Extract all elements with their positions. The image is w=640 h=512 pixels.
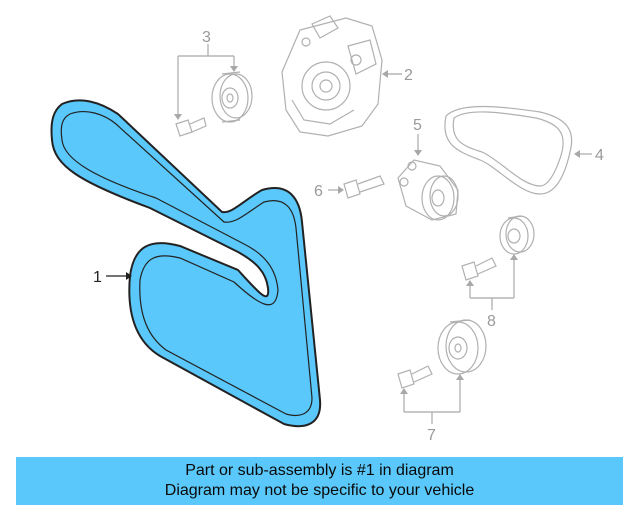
info-banner: Part or sub-assembly is #1 in diagram Di… bbox=[16, 457, 623, 505]
drive-belt-4 bbox=[444, 105, 573, 195]
callout-8: 8 bbox=[487, 313, 496, 330]
banner-line-disclaimer: Diagram may not be specific to your vehi… bbox=[164, 482, 475, 499]
bolt-7 bbox=[397, 365, 433, 389]
leader-line-8 bbox=[466, 254, 518, 310]
idler-pulley-7 bbox=[437, 319, 487, 375]
leader-line-1 bbox=[106, 272, 132, 280]
serpentine-belt[interactable] bbox=[50, 99, 322, 428]
callout-6: 6 bbox=[314, 183, 323, 200]
leader-line-5 bbox=[414, 134, 422, 156]
callout-1: 1 bbox=[93, 269, 102, 286]
callout-3: 3 bbox=[202, 29, 211, 46]
callout-7: 7 bbox=[427, 427, 436, 444]
banner-line-part: Part or sub-assembly is #1 in diagram bbox=[185, 462, 454, 479]
bolt-6 bbox=[343, 175, 385, 199]
leader-line-6 bbox=[328, 186, 344, 194]
idler-pulley-8 bbox=[499, 215, 535, 255]
leader-line-7 bbox=[400, 374, 464, 424]
leader-line-4 bbox=[574, 150, 592, 158]
leader-line-2 bbox=[382, 70, 402, 78]
callout-4: 4 bbox=[595, 147, 604, 164]
callout-2: 2 bbox=[404, 67, 413, 84]
bolt-8 bbox=[461, 257, 497, 281]
tensioner-pulley-5 bbox=[397, 159, 459, 221]
leader-line-3 bbox=[174, 44, 238, 120]
tensioner-assembly-2 bbox=[281, 15, 383, 137]
idler-pulley-3 bbox=[211, 71, 253, 123]
bolt-3 bbox=[175, 117, 207, 137]
callout-5: 5 bbox=[413, 117, 422, 134]
